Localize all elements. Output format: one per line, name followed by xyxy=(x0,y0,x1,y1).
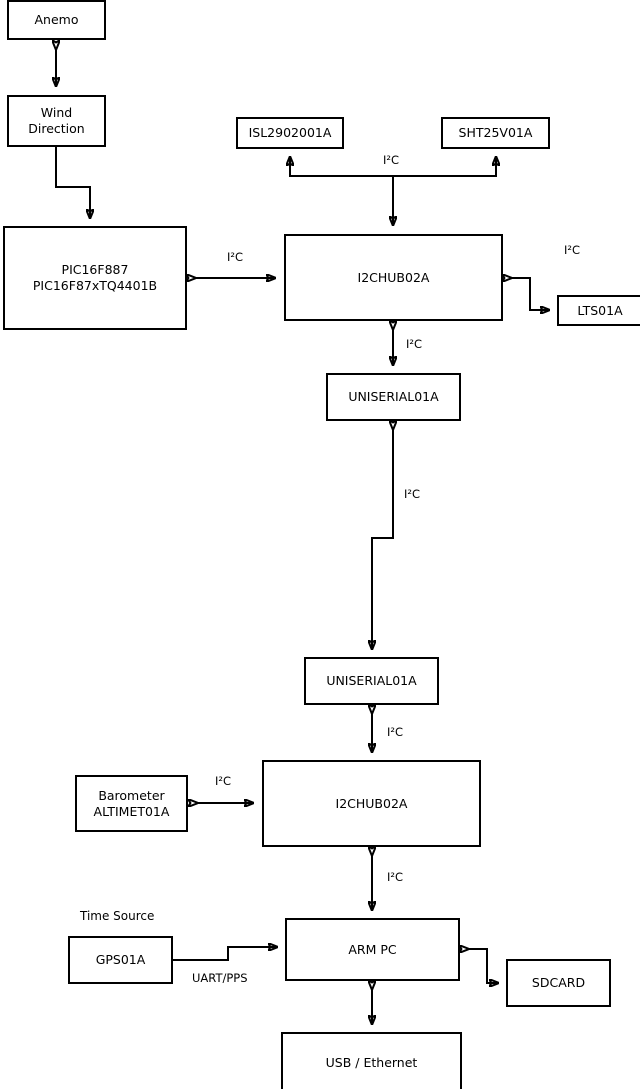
node-wind-direction-label: Wind Direction xyxy=(28,105,85,136)
label-time-source: Time Source xyxy=(80,909,155,923)
edge-armpc-sdcard xyxy=(468,949,498,983)
edge-label-uniserial-to-hub-bottom: I²C xyxy=(387,725,404,739)
edge-uniserial-link xyxy=(372,429,393,649)
edge-label-barometer-to-hub: I²C xyxy=(215,774,232,788)
node-gps01a[interactable]: GPS01A xyxy=(68,936,173,984)
node-usb-ethernet-label: USB / Ethernet xyxy=(325,1055,418,1071)
node-lts01a-label: LTS01A xyxy=(577,302,623,318)
node-i2chub02a-top-label: I2CHUB02A xyxy=(357,269,430,285)
node-isl2902001a[interactable]: ISL2902001A xyxy=(236,117,344,149)
node-lts01a[interactable]: LTS01A xyxy=(557,295,640,326)
edge-label-hub-to-sensors: I²C xyxy=(383,153,400,167)
node-gps01a-label: GPS01A xyxy=(95,952,146,968)
node-i2chub02a-top[interactable]: I2CHUB02A xyxy=(284,234,503,321)
node-usb-ethernet[interactable]: USB / Ethernet xyxy=(281,1032,462,1089)
node-i2chub02a-bottom-label: I2CHUB02A xyxy=(335,795,408,811)
edge-label-hub-to-uniserial: I²C xyxy=(406,337,423,351)
edge-label-uniserial-link: I²C xyxy=(404,487,421,501)
edge-label-hub-to-lts: I²C xyxy=(564,243,581,257)
node-pic16f887-label: PIC16F887 PIC16F87xTQ4401B xyxy=(32,262,158,293)
node-uniserial01a-top[interactable]: UNISERIAL01A xyxy=(326,373,461,421)
node-arm-pc-label: ARM PC xyxy=(348,941,397,957)
node-pic16f887[interactable]: PIC16F887 PIC16F87xTQ4401B xyxy=(3,226,187,330)
node-anemo[interactable]: Anemo xyxy=(7,0,106,40)
node-barometer-altimet01a-label: Barometer ALTIMET01A xyxy=(93,787,170,819)
node-isl2902001a-label: ISL2902001A xyxy=(248,125,332,141)
node-i2chub02a-bottom[interactable]: I2CHUB02A xyxy=(262,760,481,847)
node-anemo-label: Anemo xyxy=(34,12,79,28)
edge-hubtop-isl xyxy=(290,157,394,225)
edge-hubtop-sht xyxy=(393,157,496,177)
node-sdcard[interactable]: SDCARD xyxy=(506,959,611,1007)
node-barometer-altimet01a[interactable]: Barometer ALTIMET01A xyxy=(75,775,188,832)
node-arm-pc[interactable]: ARM PC xyxy=(285,918,460,981)
edge-label-pic-to-hub: I²C xyxy=(227,250,244,264)
node-sht25v01a-label: SHT25V01A xyxy=(458,125,533,141)
edge-wind-pic xyxy=(56,138,90,218)
node-uniserial01a-top-label: UNISERIAL01A xyxy=(348,389,439,405)
node-wind-direction[interactable]: Wind Direction xyxy=(7,95,106,147)
edge-gps-armpc xyxy=(172,947,277,961)
node-sht25v01a[interactable]: SHT25V01A xyxy=(441,117,550,149)
edge-label-hub-bottom-to-armpc: I²C xyxy=(387,870,404,884)
node-sdcard-label: SDCARD xyxy=(531,975,586,991)
edge-hubtop-lts xyxy=(511,278,549,310)
node-uniserial01a-bottom[interactable]: UNISERIAL01A xyxy=(304,657,439,705)
edge-label-gps-to-armpc: UART/PPS xyxy=(192,971,248,985)
node-uniserial01a-bottom-label: UNISERIAL01A xyxy=(326,673,417,689)
